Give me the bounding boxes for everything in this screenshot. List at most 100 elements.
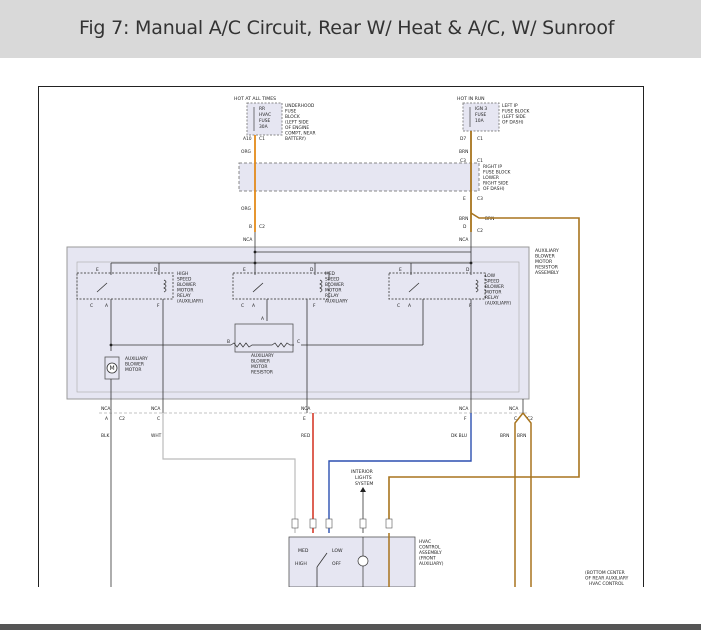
block-line: COMPT, NEAR — [285, 131, 316, 137]
fuse-left-line: RR — [259, 106, 265, 112]
relay-line: SPEED — [325, 277, 340, 283]
pin-c: C — [514, 416, 517, 422]
fuse-left-line: HVAC — [259, 112, 271, 118]
right-ip-line: LOWER — [483, 175, 499, 181]
pin-e: E — [243, 267, 246, 273]
pin-a: A — [105, 303, 108, 309]
interior-line: INTERIOR — [351, 469, 374, 475]
pin-c: C — [241, 303, 244, 309]
right-ip-line: FUSE BLOCK — [483, 170, 511, 176]
conn-c2: C2 — [259, 224, 265, 230]
pin-nca: NCA — [459, 406, 468, 412]
assembly-line: ASSEMBLY — [535, 270, 559, 276]
wht-wire — [162, 413, 296, 533]
hvac-switch-labels: MED LOW HIGH OFF — [295, 548, 343, 567]
assembly-inner-frame — [76, 261, 520, 393]
fuse-left-group: HOT AT ALL TIMES RR HVAC FUSE 30A UNDERH… — [234, 96, 316, 142]
fuse-left-line: FUSE — [259, 118, 271, 124]
pin-b: B — [227, 339, 230, 345]
pin-nca: NCA — [151, 406, 160, 412]
pin-b: B — [249, 224, 252, 230]
switch-label-med: MED — [298, 548, 309, 554]
conn-c1: C1 — [477, 136, 483, 142]
hvac-line: (FRONT — [419, 556, 436, 562]
blower-motor-resistor: A B C AUXILIARY BLOWER MOTOR RESISTOR — [227, 316, 300, 376]
pin-d: D — [463, 224, 467, 230]
pin-a: A — [252, 303, 255, 309]
pin-nca: NCA — [459, 237, 468, 243]
wire-label-blk: BLK — [101, 433, 109, 439]
relay-switch — [96, 282, 108, 293]
resistor-label: AUXILIARY BLOWER MOTOR RESISTOR — [251, 353, 274, 376]
hvac-line: HVAC — [419, 539, 431, 545]
junction-dot — [109, 343, 113, 347]
block-line: OF DASH) — [502, 120, 524, 126]
conn-c2: C2 — [527, 416, 533, 422]
pin-d7: D7 — [460, 136, 466, 142]
pin-c: C — [90, 303, 93, 309]
wire-label-brn: BRN — [500, 433, 509, 439]
relay-line: (AUXILIARY) — [177, 299, 203, 305]
diagram-frame: AUXILIARY BLOWER MOTOR RESISTOR ASSEMBLY… — [38, 86, 644, 588]
relay-line: SPEED — [177, 277, 192, 283]
right-ip-box — [238, 162, 480, 192]
pin-nca: NCA — [301, 406, 310, 412]
motor-symbol: M — [110, 365, 115, 372]
hvac-control-assembly: MED LOW HIGH OFF HVAC CONTROL ASSEMBLY (… — [288, 533, 444, 588]
relay-coil — [163, 279, 167, 293]
resistor-coils — [230, 342, 294, 348]
pin-e: E — [399, 267, 402, 273]
motor-label: AUXILIARY BLOWER MOTOR — [125, 356, 148, 373]
hvac-line: ASSEMBLY — [419, 550, 442, 556]
note-line: (BOTTOM CENTER — [585, 570, 625, 576]
block-line: (LEFT SIDE — [502, 114, 526, 120]
resistor-box — [234, 323, 294, 353]
wire-label-brn: BRN — [485, 216, 494, 222]
relay-coil — [319, 279, 323, 293]
relay-line: SPEED — [485, 279, 500, 285]
hvac-connector-pins — [291, 518, 393, 529]
relay-high: E D C A F HIGH SPEED BLOWER MOTOR RELAY … — [76, 263, 203, 309]
relay-switch — [252, 282, 264, 293]
pin-e: E — [463, 196, 466, 202]
resistor-line: BLOWER — [251, 359, 270, 365]
fuse-right-line: 10A — [475, 118, 484, 124]
block-line: (LEFT SIDE — [285, 120, 309, 126]
pin-c: C — [157, 416, 160, 422]
fuse-right-box — [462, 102, 500, 132]
right-ip-line: OF DASH) — [483, 186, 505, 192]
relay-line: LOW — [485, 273, 496, 279]
block-line: UNDERHOOD — [285, 103, 315, 109]
pin-a: A — [261, 316, 264, 322]
relay-line: MED — [325, 271, 336, 277]
relay-switch — [408, 282, 420, 293]
brn-wire-lower-a — [514, 412, 524, 587]
block-line: FUSE — [285, 109, 297, 115]
fuse-left-block-label: UNDERHOOD FUSE BLOCK (LEFT SIDE OF ENGIN… — [285, 103, 316, 142]
pin-f: F — [469, 303, 472, 309]
block-line: BATTERY) — [285, 136, 306, 142]
pin-d: D — [466, 267, 470, 273]
relay-line: BLOWER — [485, 284, 504, 290]
footer-bar — [0, 624, 701, 630]
fuse-right-line: FUSE — [475, 112, 487, 118]
right-ip-fuse-block: RIGHT IP FUSE BLOCK LOWER RIGHT SIDE OF … — [238, 158, 511, 202]
interior-lights-label: INTERIOR LIGHTS SYSTEM — [351, 469, 374, 487]
relay-line: BLOWER — [177, 282, 196, 288]
block-line: OF ENGINE — [285, 125, 309, 131]
wire-label-brn: BRN — [517, 433, 526, 439]
relay-label: HIGH SPEED BLOWER MOTOR RELAY (AUXILIARY… — [177, 271, 203, 305]
relay-box — [232, 272, 330, 300]
resistor-line: MOTOR — [251, 364, 267, 370]
interior-line: LIGHTS — [355, 475, 372, 481]
arrow-up-icon — [360, 487, 366, 492]
note-line: HVAC CONTROL — [589, 581, 624, 587]
wire-label-red: RED — [301, 433, 311, 439]
pin-e: E — [303, 416, 306, 422]
hvac-control-label: HVAC CONTROL ASSEMBLY (FRONT AUXILIARY) — [419, 539, 444, 567]
fuse-right-block-label: LEFT IP FUSE BLOCK (LEFT SIDE OF DASH) — [502, 103, 530, 126]
relay-line: MOTOR — [485, 290, 501, 296]
right-ip-label: RIGHT IP FUSE BLOCK LOWER RIGHT SIDE OF … — [483, 164, 511, 192]
relay-line: RELAY — [485, 295, 499, 301]
relay-line: MOTOR — [177, 288, 193, 294]
